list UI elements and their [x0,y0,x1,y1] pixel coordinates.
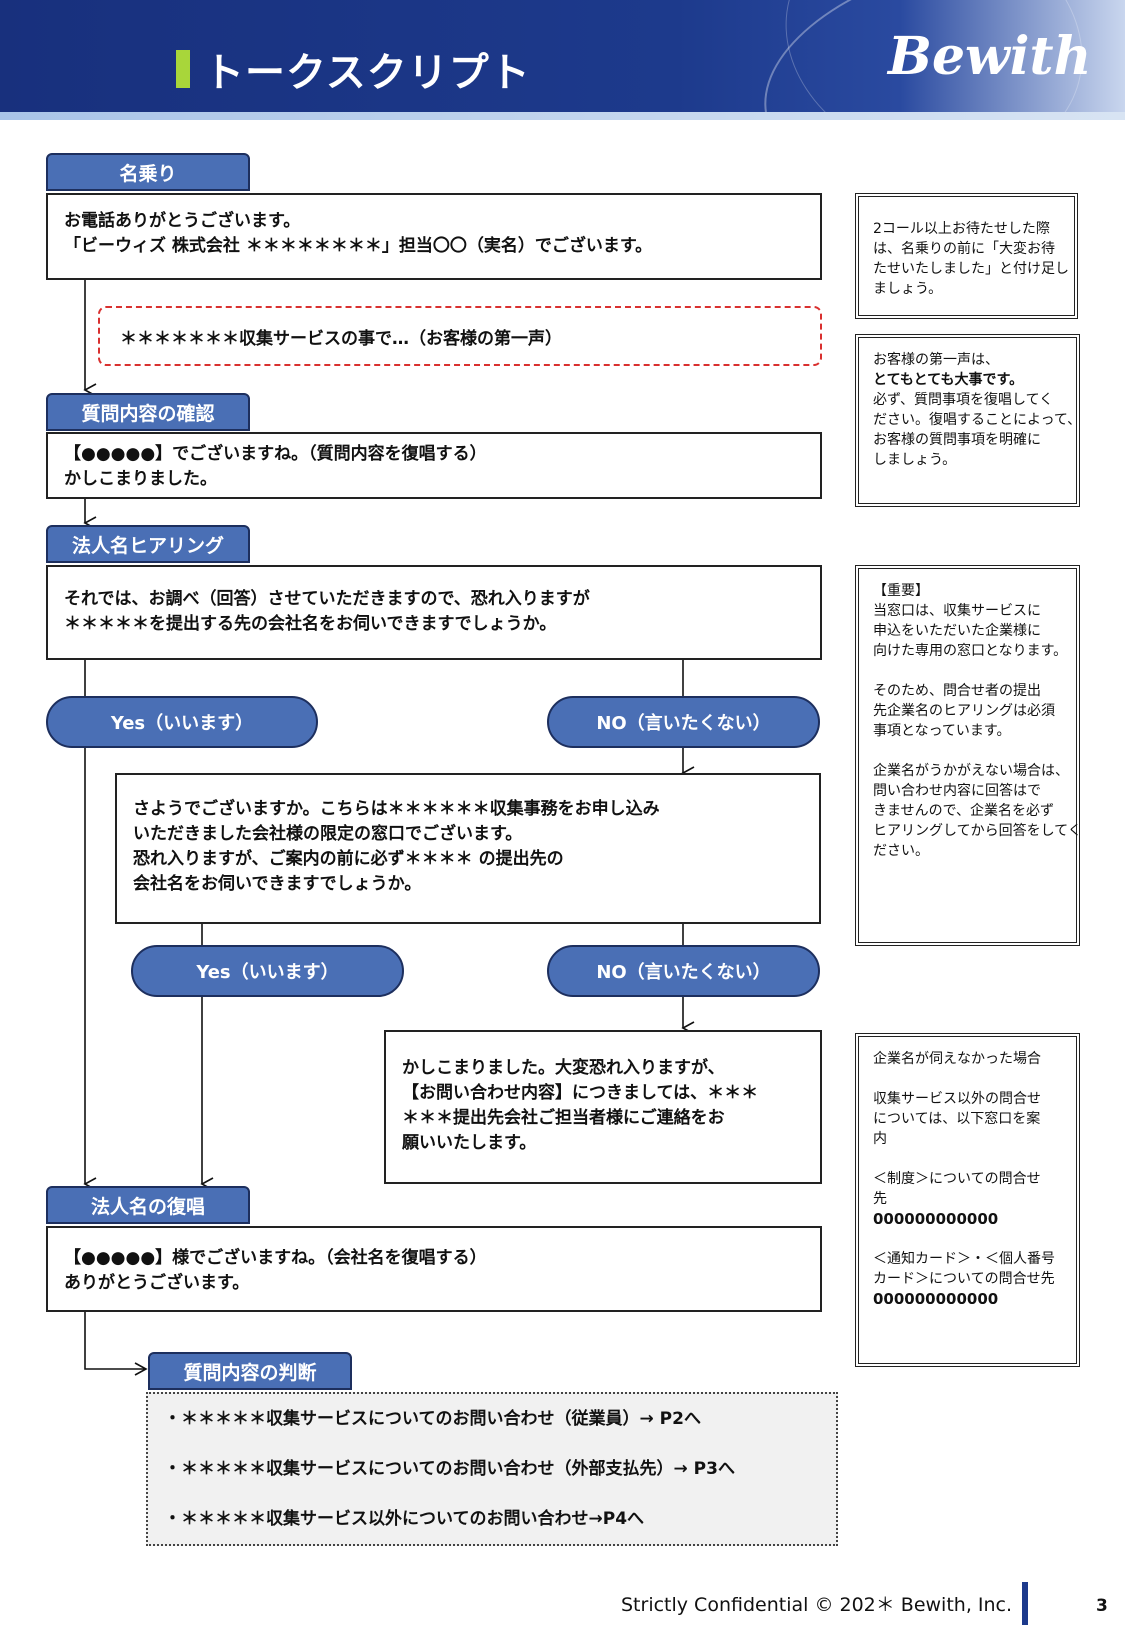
script-line: ＊＊＊提出先会社ご担当者様にご連絡をお [402,1108,725,1128]
judge-item: ・＊＊＊＊＊収集サービスについてのお問い合わせ（従業員）→ P2へ [164,1409,701,1429]
note-line: 当窓口は、収集サービスに [873,603,1041,619]
connector-repeat-judge [84,1311,148,1376]
script-line: ありがとうございます。 [64,1273,250,1293]
judge-item: ・＊＊＊＊＊収集サービスについてのお問い合わせ（外部支払先）→ P3へ [164,1459,735,1479]
script-line: 【●●●●●】様でございますね。（会社名を復唱する） [64,1248,487,1268]
script-box-nanori: お電話ありがとうございます。 「ビーウィズ 株式会社 ＊＊＊＊＊＊＊＊」担当〇〇… [46,193,822,280]
note-line: 必ず、質問事項を復唱してく [873,392,1054,408]
script-line: 【お問い合わせ内容】につきましては、＊＊＊ [402,1083,759,1103]
note-greeting-delay: 2コール以上お待たせした際 は、名乗りの前に「大変お待 たせいたしました」と付け… [855,193,1078,319]
script-line: お電話ありがとうございます。 [64,211,301,231]
note-line: 内 [873,1131,887,1147]
note-line: ＜通知カード＞・＜個人番号 [873,1251,1055,1267]
page-number: 3 [1096,1596,1108,1616]
judge-list: ・＊＊＊＊＊収集サービスについてのお問い合わせ（従業員）→ P2へ ・＊＊＊＊＊… [146,1392,838,1546]
note-line: とてもとても大事です。 [873,372,1024,388]
note-company-unknown: 企業名が伺えなかった場合 収集サービス以外の問合せ については、以下窓口を案 内… [855,1033,1080,1367]
footer-divider [1022,1582,1028,1625]
company-logo: Bewith [888,26,1092,87]
script-line: さようでございますか。こちらは＊＊＊＊＊＊収集事務をお申し込み [133,799,660,819]
page-title: トークスクリプト [204,50,531,96]
note-line: 先企業名のヒアリングは必須 [873,703,1055,719]
header-stripe [0,112,1125,120]
contact-number: 000000000000 [873,1210,999,1228]
branch-no-1: NO（言いたくない） [547,696,820,748]
note-line: ヒアリングしてから回答をしてく [873,823,1082,839]
note-first-voice: お客様の第一声は、 とてもとても大事です。 必ず、質問事項を復唱してく ださい。… [855,334,1082,507]
title-accent-bar [176,50,190,88]
branch-yes-2: Yes（いいます） [131,945,404,997]
note-line: お客様の質問事項を明確に [873,432,1041,448]
note-line: ださい。復唱することによって、 [873,412,1082,428]
note-important: 【重要】 当窓口は、収集サービスに 申込をいただいた企業様に 向けた専用の窓口と… [855,565,1082,946]
customer-first-voice-box: ＊＊＊＊＊＊＊収集サービスの事で…（お客様の第一声） [98,306,822,366]
note-line: 企業名がうかがえない場合は、 [873,763,1069,779]
note-line: きませんので、企業名を必ず [873,803,1055,819]
note-line: しましょう。 [873,452,957,468]
note-line: 先 [873,1191,887,1207]
section-label-confirm: 質問内容の確認 [46,393,250,431]
script-box-hearing: それでは、お調べ（回答）させていただきますので、恐れ入りますが ＊＊＊＊＊を提出… [46,565,822,660]
footer-copyright: Strictly Confidential © 202＊ Bewith, Inc… [621,1594,1013,1616]
script-line: 会社名をお伺いできますでしょうか。 [133,874,422,894]
script-line: 【●●●●●】でございますね。（質問内容を復唱する） [64,444,487,464]
script-box-repeat: 【●●●●●】様でございますね。（会社名を復唱する） ありがとうございます。 [46,1226,822,1312]
note-line: たせいたしました」と付け足し [873,261,1069,277]
note-line: 事項となっています。 [873,723,1011,739]
note-line: 2コール以上お待たせした際 [873,221,1050,237]
script-line: かしこまりました。 [64,469,217,489]
note-line: 企業名が伺えなかった場合 [873,1051,1041,1067]
note-line: ましょう。 [873,281,943,297]
branch-yes-1: Yes（いいます） [46,696,318,748]
script-box-retry: さようでございますか。こちらは＊＊＊＊＊＊収集事務をお申し込み いただきました会… [115,773,821,924]
note-line: お客様の第一声は、 [873,352,999,368]
judge-item: ・＊＊＊＊＊収集サービス以外についてのお問い合わせ→P4へ [164,1509,645,1529]
contact-number: 000000000000 [873,1290,999,1308]
script-line: 恐れ入りますが、ご案内の前に必ず＊＊＊＊ の提出先の [133,849,564,869]
note-line: については、以下窓口を案 [873,1111,1041,1127]
script-line: 願いいたします。 [402,1133,537,1153]
branch-no-2: NO（言いたくない） [547,945,820,997]
note-line: ＜制度＞についての問合せ [873,1171,1041,1187]
script-box-refuse: かしこまりました。大変恐れ入りますが、 【お問い合わせ内容】につきましては、＊＊… [384,1030,822,1184]
note-line: カード＞についての問合せ先 [873,1271,1055,1287]
note-line: そのため、問合せ者の提出 [873,683,1041,699]
note-line: 収集サービス以外の問合せ [873,1091,1041,1107]
note-line: 向けた専用の窓口となります。 [873,643,1068,659]
script-line: それでは、お調べ（回答）させていただきますので、恐れ入りますが [64,589,590,609]
section-label-nanori: 名乗り [46,153,250,191]
script-line: 「ビーウィズ 株式会社 ＊＊＊＊＊＊＊＊」担当〇〇（実名）でございます。 [64,236,653,256]
script-line: いただきました会社様の限定の窓口でございます。 [133,824,523,844]
section-label-repeat: 法人名の復唱 [46,1186,250,1224]
note-line: ださい。 [873,843,929,859]
section-label-hearing: 法人名ヒアリング [46,525,250,563]
note-line: は、名乗りの前に「大変お待 [873,241,1055,257]
section-label-judge: 質問内容の判断 [148,1352,352,1390]
note-line: 申込をいただいた企業様に [873,623,1041,639]
script-line: ＊＊＊＊＊を提出する先の会社名をお伺いできますでしょうか。 [64,614,557,634]
note-line: 問い合わせ内容に回答はで [873,783,1041,799]
script-line: かしこまりました。大変恐れ入りますが、 [402,1058,725,1078]
script-box-confirm: 【●●●●●】でございますね。（質問内容を復唱する） かしこまりました。 [46,432,822,499]
note-line: 【重要】 [873,583,929,599]
